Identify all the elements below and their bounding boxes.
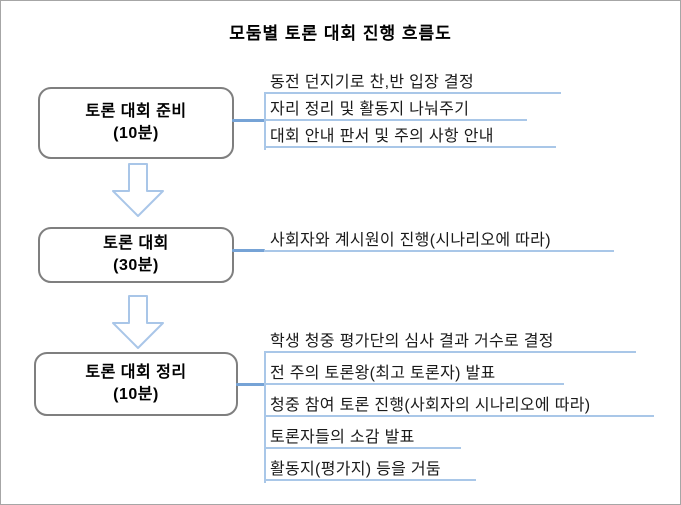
stage3-connector-line	[236, 383, 265, 386]
branch-item: 동전 던지기로 찬,반 입장 결정	[264, 70, 561, 94]
stage-duration: (10분)	[113, 386, 159, 403]
down-arrow-icon	[112, 163, 164, 217]
stage1-connector-line	[232, 119, 265, 122]
branch-item: 대회 안내 판서 및 주의 사항 안내	[264, 124, 556, 148]
branch-item: 자리 정리 및 활동지 나눠주기	[264, 97, 527, 121]
stage-label: 토론 대회	[103, 235, 169, 253]
stage1-branch-spine	[264, 94, 266, 150]
stage-label: 토론 대회 준비	[85, 103, 187, 121]
branch-item: 사회자와 계시원이 진행(시나리오에 따라)	[264, 228, 614, 252]
branch-item: 전 주의 토론왕(최고 토론자) 발표	[264, 361, 564, 385]
branch-item: 활동지(평가지) 등을 거둠	[264, 457, 476, 481]
stage3-branch-spine	[264, 353, 266, 483]
stage-label: 토론 대회 정리	[85, 364, 187, 382]
stage-duration: (10분)	[113, 125, 159, 142]
branch-item: 토론자들의 소감 발표	[264, 425, 461, 449]
branch-item: 학생 청중 평가단의 심사 결과 거수로 결정	[264, 329, 636, 353]
down-arrow-icon	[112, 295, 164, 349]
branch-item: 청중 참여 토론 진행(사회자의 시나리오에 따라)	[264, 393, 654, 417]
stage-box-preparation: 토론 대회 준비 (10분)	[38, 87, 234, 159]
stage-box-wrapup: 토론 대회 정리 (10분)	[34, 352, 238, 416]
stage-duration: (30분)	[113, 257, 159, 274]
stage-box-debate: 토론 대회 (30분)	[38, 227, 234, 283]
page-title: 모둠별 토론 대회 진행 흐름도	[229, 24, 452, 43]
stage2-connector-line	[232, 249, 265, 252]
